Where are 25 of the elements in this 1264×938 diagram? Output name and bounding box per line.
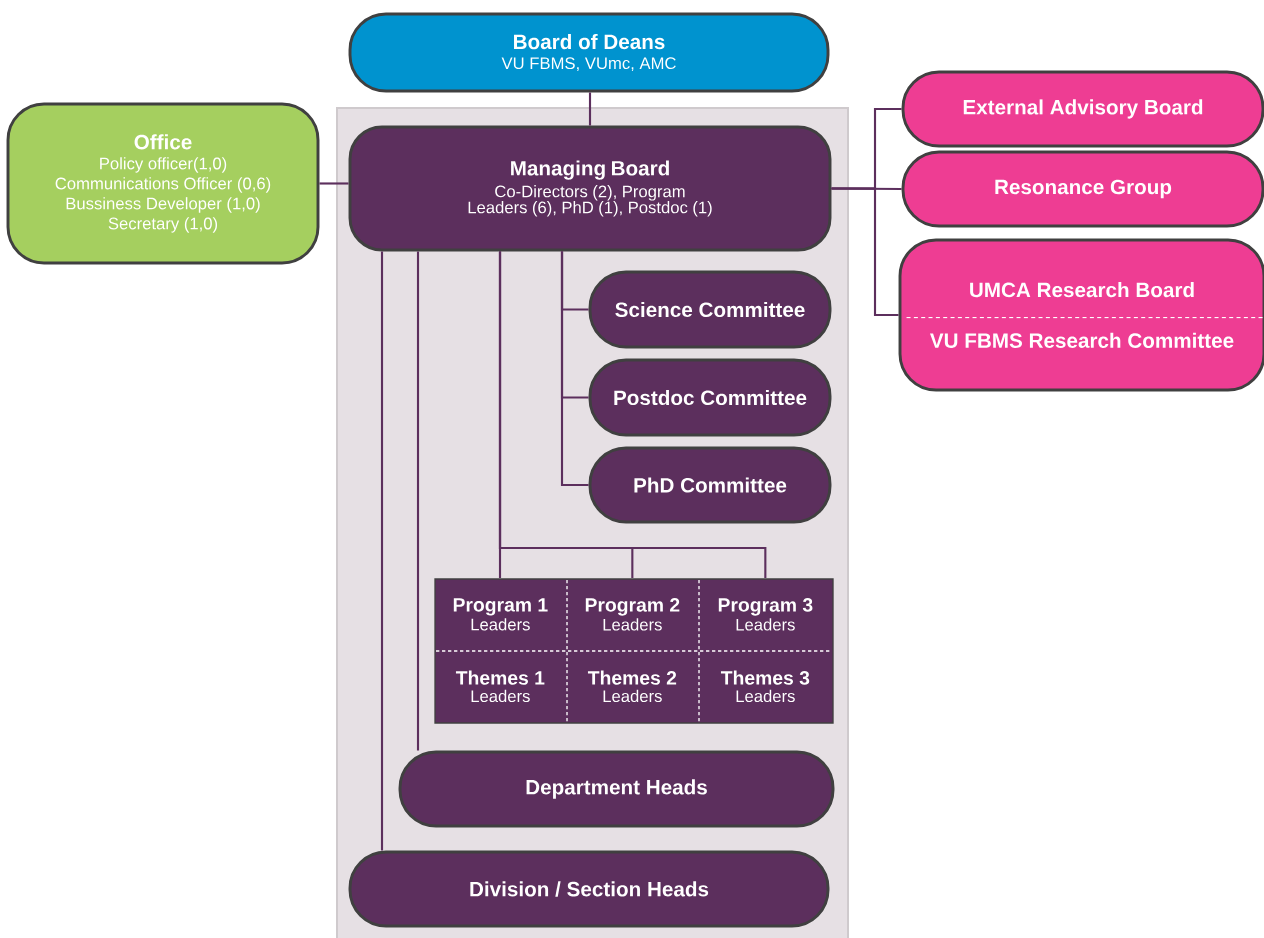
grid-cell: Themes 2 Leaders xyxy=(587,670,677,703)
committee-box: PhD Committee xyxy=(588,446,832,524)
program-grid xyxy=(434,578,834,724)
connector-line xyxy=(416,251,420,751)
group-box: Resonance Group xyxy=(901,150,1264,228)
grid-cell: Program 1 Leaders xyxy=(453,598,548,631)
board-box: Board of Deans VU FBMS, VUmc, AMC xyxy=(348,12,830,93)
heads-box: Department Heads xyxy=(398,750,835,828)
grid-cell: Themes 3 Leaders xyxy=(720,670,810,703)
connector-line xyxy=(560,251,589,487)
connector-line xyxy=(380,251,384,851)
heads-box: Division / Section Heads xyxy=(348,850,830,928)
board-box: Managing Board Co-Directors (2), Program Leaders (6), PhD (1), Postdoc (1) xyxy=(348,125,832,252)
grid-cell: Program 3 Leaders xyxy=(718,598,813,631)
committee-box: Science Committee xyxy=(588,270,832,349)
board-box: UMCA Research Board VU FBMS Research Committee xyxy=(898,238,1264,392)
board-box: External Advisory Board xyxy=(901,70,1264,148)
grid-cell: Program 2 Leaders xyxy=(585,598,680,631)
office-box: Office Policy officer(1,0) Communications Officer (0,6) Bussiness Developer (1,0) Secretary (1,0) xyxy=(6,102,320,265)
grid-cell: Themes 1 Leaders xyxy=(455,670,545,703)
connector-line xyxy=(588,92,592,126)
connector-line xyxy=(831,187,899,317)
connector-line xyxy=(498,251,767,579)
committee-box: Postdoc Committee xyxy=(588,358,832,437)
connector-line xyxy=(319,182,349,185)
